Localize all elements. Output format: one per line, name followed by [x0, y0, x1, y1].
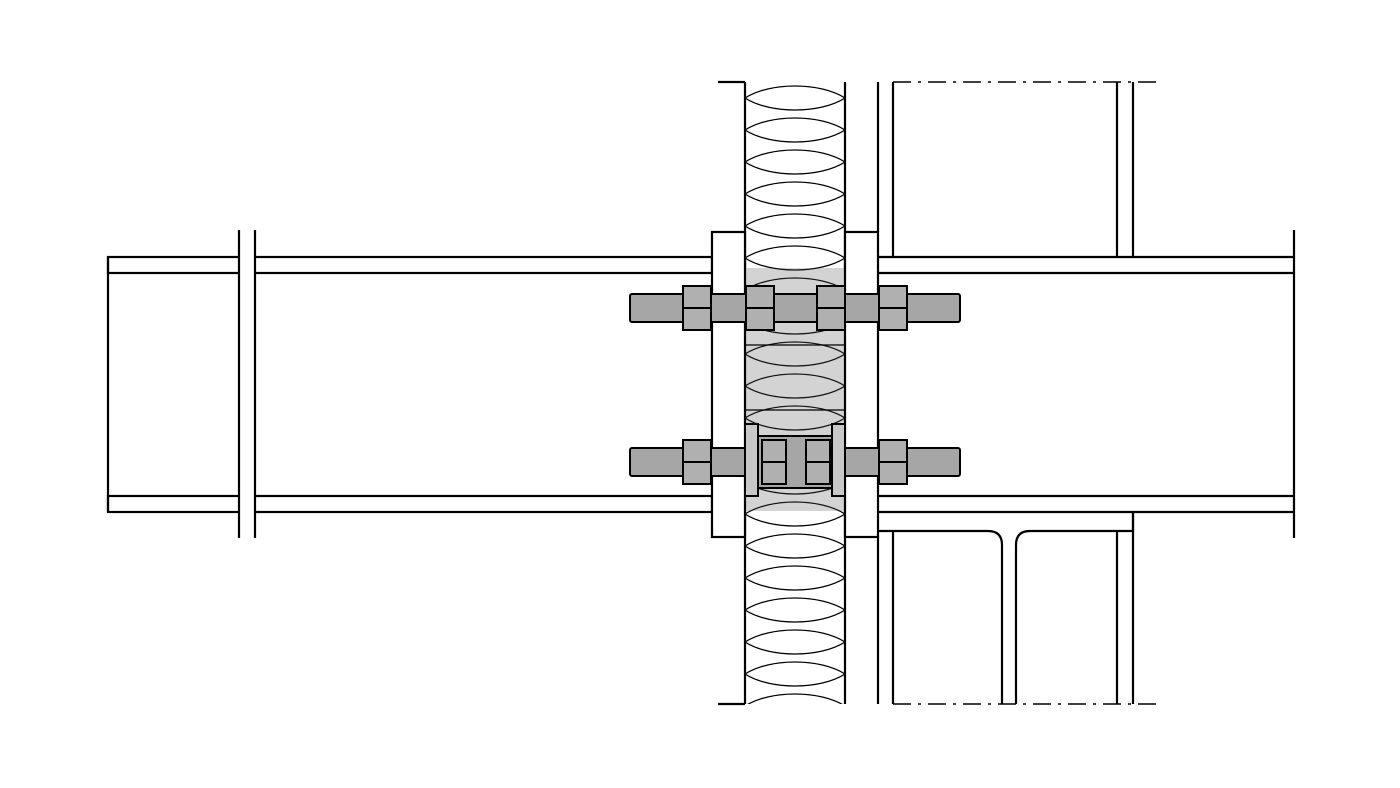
nut-upper-3 [816, 285, 846, 331]
nut-upper-1 [682, 285, 712, 331]
beam-exterior-bottom-flange [106, 494, 714, 514]
insulation-batt-top [745, 82, 845, 268]
insulation-panel [718, 80, 847, 706]
nut-lower-1 [682, 439, 712, 485]
threaded-rod-upper [629, 293, 961, 323]
bolt-row-upper [629, 285, 961, 331]
steel-beam-exterior [106, 230, 714, 538]
washer-plate-lower-left [744, 423, 759, 497]
steel-column [876, 81, 1160, 705]
end-plate-interior [843, 230, 880, 539]
washer-plate-lower-right [831, 423, 846, 497]
break-gap-left [239, 250, 255, 520]
beam-exterior-top-flange [106, 255, 714, 275]
steel-beam-interior [878, 230, 1296, 538]
end-plate-exterior [710, 230, 747, 539]
nut-lower-4 [878, 439, 908, 485]
nut-lower-2 [761, 439, 787, 485]
nut-upper-4 [878, 285, 908, 331]
insulation-batt-bottom [745, 511, 845, 704]
nut-lower-3 [805, 439, 831, 485]
bolt-row-lower [629, 423, 961, 497]
nut-upper-2 [745, 285, 775, 331]
column-web-fillet [1014, 512, 1135, 704]
